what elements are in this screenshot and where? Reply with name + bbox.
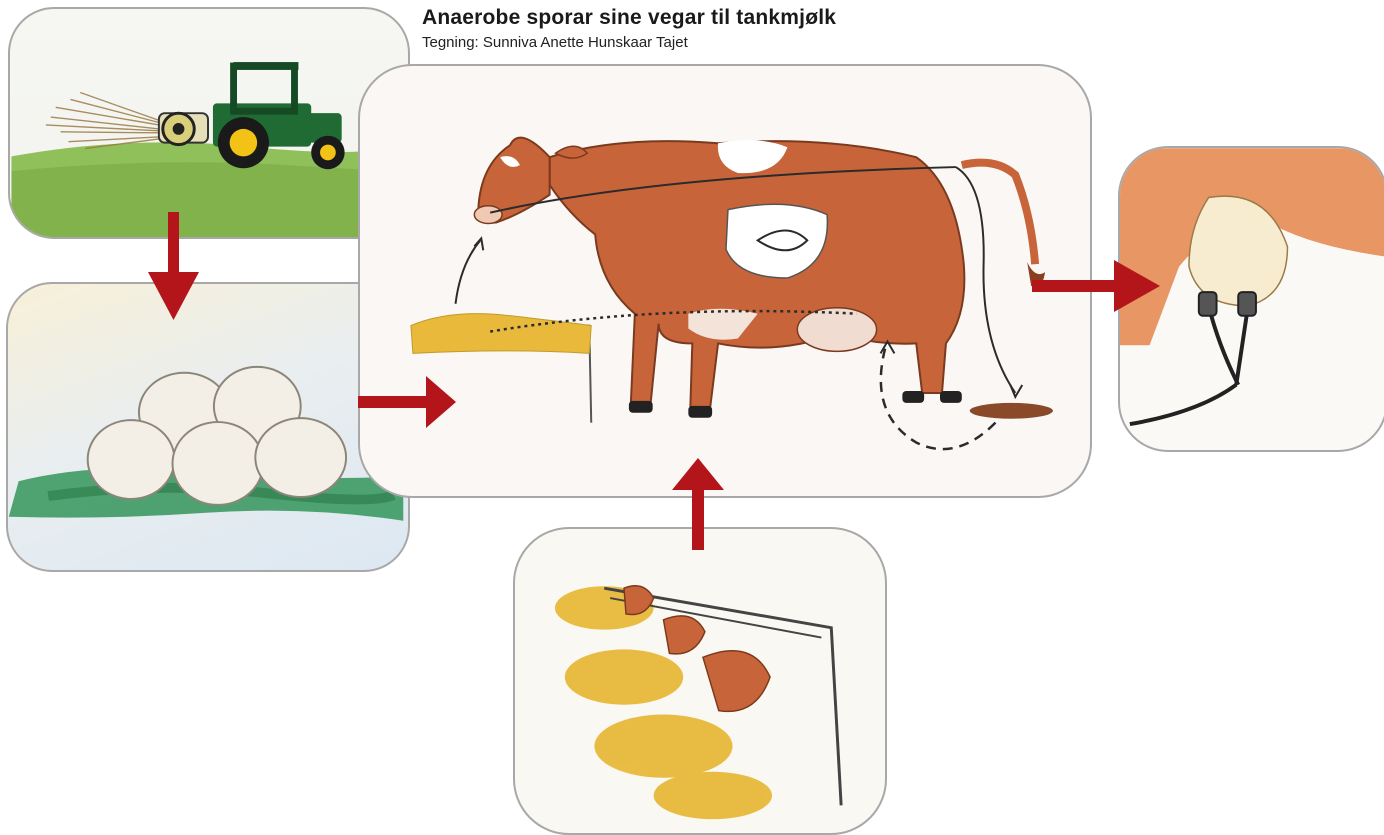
silage-bales-panel bbox=[6, 282, 410, 572]
cow-panel bbox=[358, 64, 1092, 498]
illustration-credit: Tegning: Sunniva Anette Hunskaar Tajet bbox=[422, 34, 688, 51]
milking-panel bbox=[1118, 146, 1384, 452]
barn-feeding-illustration bbox=[515, 529, 885, 833]
cow-spore-pathway-illustration bbox=[360, 66, 1090, 496]
barn-feeding-panel bbox=[513, 527, 887, 835]
diagram-title: Anaerobe sporar sine vegar til tankmjølk bbox=[422, 6, 836, 30]
milking-cluster-illustration bbox=[1120, 148, 1384, 450]
tractor-field-illustration bbox=[10, 9, 408, 237]
tractor-panel bbox=[8, 7, 410, 239]
silage-bales-illustration bbox=[8, 284, 408, 570]
